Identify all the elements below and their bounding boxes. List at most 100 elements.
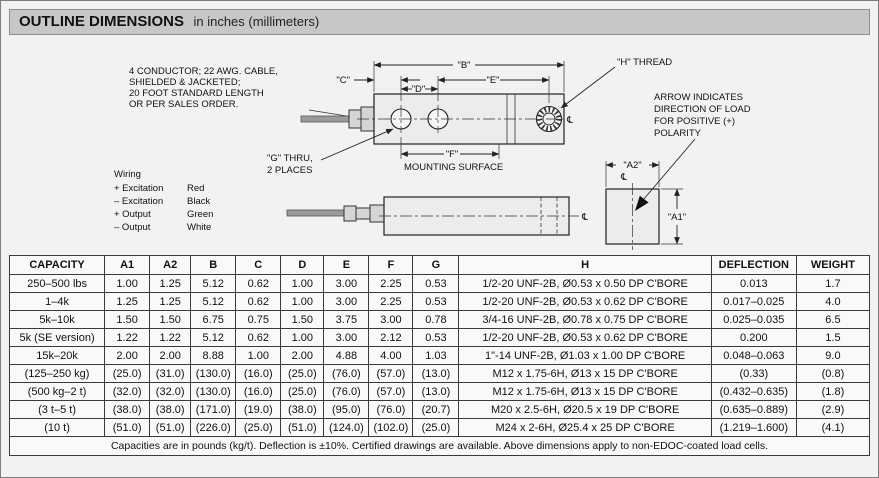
- mounting-surface-label: MOUNTING SURFACE: [404, 162, 503, 173]
- table-cell: 2.25: [368, 292, 414, 311]
- wiring-legend: Wiring + Excitation Red – Excitation Bla…: [114, 169, 213, 233]
- end-view: ℄: [605, 138, 696, 250]
- table-cell: 0.62: [235, 328, 282, 347]
- table-cell: (76.0): [368, 400, 414, 419]
- table-cell: 3.00: [323, 274, 370, 293]
- table-cell: (0.432–0.635): [710, 382, 797, 401]
- cable-gland: [343, 205, 357, 222]
- load-arrow-leader: [642, 138, 696, 201]
- column-header: E: [323, 255, 370, 275]
- table-cell: 1.22: [104, 328, 151, 347]
- dim-a1: "A1": [661, 188, 686, 245]
- table-cell: (13.0): [412, 382, 460, 401]
- table-cell: (500 kg–2 t): [8, 382, 106, 401]
- table-cell: 1/2-20 UNF-2B, Ø0.53 x 0.62 DP C'BORE: [458, 292, 712, 311]
- arrow-note-line: DIRECTION OF LOAD: [654, 104, 751, 115]
- table-cell: 1.03: [412, 346, 460, 365]
- cable-note-line: OR PER SALES ORDER.: [129, 99, 238, 110]
- table-cell: 2.12: [368, 328, 414, 347]
- table-footnote: Capacities are in pounds (kg/t). Deflect…: [9, 436, 870, 456]
- wiring-row-label: – Output: [114, 222, 151, 233]
- table-cell: M12 x 1.75-6H, Ø13 x 15 DP C'BORE: [458, 382, 712, 401]
- column-header: B: [190, 255, 237, 275]
- table-cell: (0.33): [710, 364, 797, 383]
- load-direction-arrow: [635, 195, 649, 211]
- dim-c-label: "C": [336, 75, 350, 86]
- wiring-row-color: Black: [187, 196, 210, 207]
- table-cell: (25.0): [235, 418, 282, 437]
- table-cell: (125–250 kg): [8, 364, 106, 383]
- table-cell: 0.62: [235, 274, 282, 293]
- table-cell: (1.8): [795, 382, 871, 401]
- cable: [300, 115, 350, 123]
- table-cell: (20.7): [412, 400, 460, 419]
- g-thru-label: 2 PLACES: [267, 165, 312, 176]
- dimensions-table: CAPACITY A1 A2 B C D E F G H DEFLECTION …: [8, 255, 871, 456]
- table-row: (500 kg–2 t)(32.0)(32.0)(130.0)(16.0)(25…: [8, 382, 871, 401]
- table-cell: (130.0): [190, 382, 237, 401]
- table-cell: (4.1): [795, 418, 871, 437]
- cable-gland: [369, 204, 385, 223]
- column-header: A1: [104, 255, 151, 275]
- table-cell: (31.0): [149, 364, 192, 383]
- wiring-row-color: White: [187, 222, 211, 233]
- table-cell: 1.7: [795, 274, 871, 293]
- cable-note-line: 4 CONDUCTOR; 22 AWG. CABLE,: [129, 66, 278, 77]
- table-cell: 1.00: [280, 328, 325, 347]
- wiring-row-label: + Excitation: [114, 183, 163, 194]
- table-cell: (1.219–1.600): [710, 418, 797, 437]
- dim-a2-label: "A2": [623, 160, 641, 171]
- dim-a1-label: "A1": [668, 212, 686, 223]
- side-view: ℄: [286, 196, 589, 236]
- top-view: ℄: [300, 93, 574, 145]
- table-cell: 0.53: [412, 328, 460, 347]
- table-header-row: CAPACITY A1 A2 B C D E F G H DEFLECTION …: [8, 255, 871, 275]
- dim-h-thread: "H" THREAD: [560, 57, 672, 109]
- column-header: DEFLECTION: [710, 255, 797, 275]
- table-cell: 1/2-20 UNF-2B, Ø0.53 x 0.62 DP C'BORE: [458, 328, 712, 347]
- table-cell: (19.0): [235, 400, 282, 419]
- column-header: D: [280, 255, 325, 275]
- dim-f-label: "F": [446, 149, 459, 160]
- table-cell: 250–500 lbs: [8, 274, 106, 293]
- table-cell: (51.0): [104, 418, 151, 437]
- dim-b: "B": [373, 60, 565, 92]
- table-cell: (0.8): [795, 364, 871, 383]
- table-cell: M12 x 1.75-6H, Ø13 x 15 DP C'BORE: [458, 364, 712, 383]
- wiring-row-label: + Output: [114, 209, 151, 220]
- table-cell: 1.50: [104, 310, 151, 329]
- table-cell: (38.0): [280, 400, 325, 419]
- thread-hatch: [537, 107, 561, 131]
- table-cell: 1.00: [104, 274, 151, 293]
- table-cell: (171.0): [190, 400, 237, 419]
- table-cell: 1.22: [149, 328, 192, 347]
- table-cell: 1–4k: [8, 292, 106, 311]
- table-cell: 9.0: [795, 346, 871, 365]
- centerline-symbol: ℄: [581, 212, 589, 223]
- centerline-symbol: ℄: [620, 172, 628, 183]
- table-cell: (57.0): [368, 364, 414, 383]
- arrow-note-line: POLARITY: [654, 128, 702, 139]
- table-cell: 1.25: [104, 292, 151, 311]
- column-header: F: [368, 255, 414, 275]
- wiring-row-label: – Excitation: [114, 196, 163, 207]
- table-cell: (76.0): [323, 382, 370, 401]
- table-cell: (3 t–5 t): [8, 400, 106, 419]
- table-cell: 8.88: [190, 346, 237, 365]
- wiring-row-color: Green: [187, 209, 213, 220]
- table-cell: M20 x 2.5-6H, Ø20.5 x 19 DP C'BORE: [458, 400, 712, 419]
- table-cell: 5.12: [190, 292, 237, 311]
- table-cell: (25.0): [280, 382, 325, 401]
- wiring-title: Wiring: [114, 169, 141, 180]
- table-cell: 3.00: [323, 328, 370, 347]
- cable: [286, 209, 345, 217]
- table-cell: 3.75: [323, 310, 370, 329]
- table-cell: 1/2-20 UNF-2B, Ø0.53 x 0.50 DP C'BORE: [458, 274, 712, 293]
- dim-a2: "A2": [605, 160, 660, 187]
- table-cell: 1.50: [280, 310, 325, 329]
- table-cell: (226.0): [190, 418, 237, 437]
- table-row: (125–250 kg)(25.0)(31.0)(130.0)(16.0)(25…: [8, 364, 871, 383]
